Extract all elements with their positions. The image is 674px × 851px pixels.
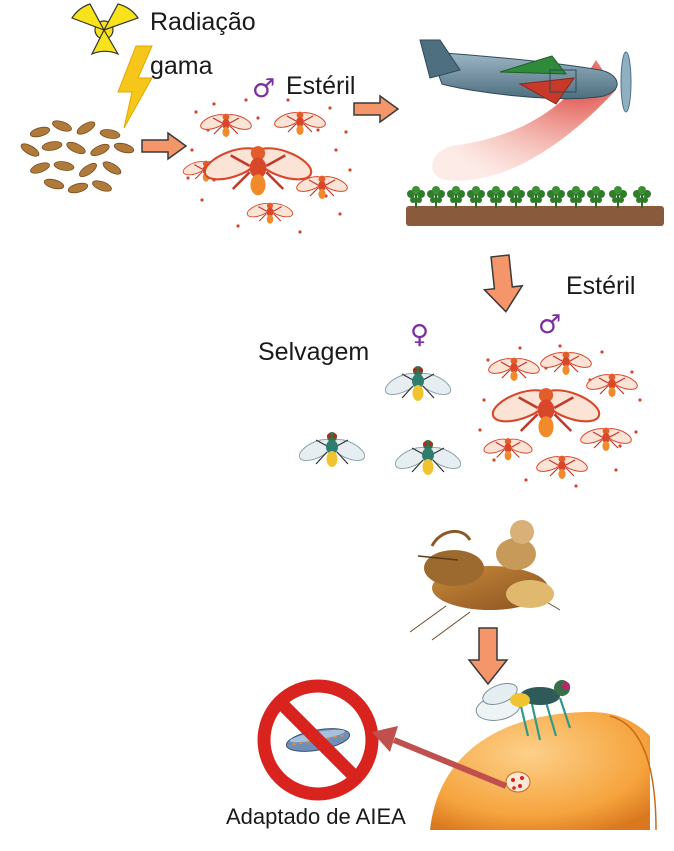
arrow-pupae-to-swarm <box>142 133 186 159</box>
plantation-row-icon <box>406 186 664 226</box>
wild-fly-icon <box>296 432 367 467</box>
female-symbol: ♀ <box>410 320 429 350</box>
larva-prohibited-icon <box>264 686 372 794</box>
airplane-icon <box>420 40 631 181</box>
credit-label: Adaptado de AIEA <box>226 804 406 830</box>
wild-label: Selvagem <box>258 338 369 367</box>
arrow-swarm-to-plane <box>354 96 398 122</box>
wild-fly-icon <box>382 366 453 401</box>
radiation-label: Radiação <box>150 8 256 37</box>
sterile-fly-swarm-right <box>478 344 641 487</box>
arrow-mating-down <box>469 628 507 684</box>
sterile-fly-swarm-top <box>182 98 352 233</box>
male-symbol-right: ♂ <box>538 310 561 340</box>
gamma-label: gama <box>150 52 213 81</box>
pupae-pile-icon <box>19 119 135 195</box>
sterile-label-top: Estéril <box>286 72 355 101</box>
lightning-bolt-icon <box>118 46 152 128</box>
sterile-label-right: Estéril <box>566 272 635 301</box>
wild-fly-icon <box>392 440 463 475</box>
radiation-trefoil-icon <box>72 4 138 54</box>
wild-fly-group <box>296 366 463 475</box>
mating-flies-photo <box>410 520 560 640</box>
male-symbol-top: ♂ <box>252 74 275 104</box>
arrow-release-down <box>481 254 525 314</box>
